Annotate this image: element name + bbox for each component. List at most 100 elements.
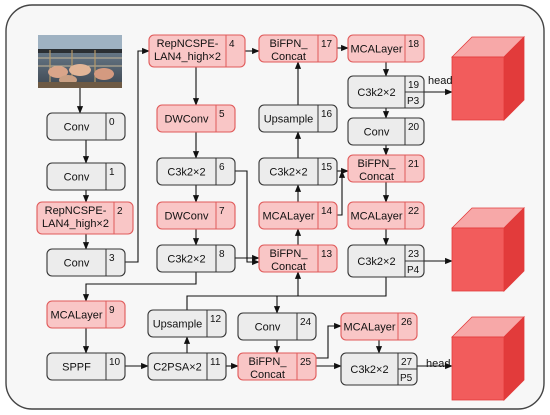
index-label: 26 bbox=[401, 317, 413, 328]
head-cube-p5 bbox=[451, 316, 525, 401]
module-8: 8 C3k2×2 bbox=[156, 244, 236, 273]
head-label-p5: head bbox=[426, 358, 450, 370]
module-label: C2PSA×2 bbox=[153, 362, 202, 374]
module-label-line: LAN4_high×2 bbox=[154, 51, 221, 63]
index-label: 5 bbox=[219, 109, 225, 120]
head-cube-p4 bbox=[451, 207, 525, 292]
module-label-line: BiFPN_ bbox=[358, 158, 397, 170]
connectors bbox=[76, 44, 453, 370]
index-label: 10 bbox=[109, 357, 121, 368]
module-24: 24 Conv bbox=[237, 312, 317, 341]
module-label-line: BiFPN_ bbox=[270, 248, 309, 260]
module-21: 21 BiFPN_Concat bbox=[347, 154, 425, 183]
module-16: 16 Upsample bbox=[258, 104, 338, 133]
index-label: 17 bbox=[321, 39, 333, 50]
module-label: C3k2×2 bbox=[350, 364, 388, 376]
index-label: 25 bbox=[300, 357, 312, 368]
module-label-line: LAN4_high×2 bbox=[42, 218, 109, 230]
index-label: 23 bbox=[408, 249, 420, 260]
index-label: 18 bbox=[408, 39, 420, 50]
module-box bbox=[148, 34, 246, 68]
module-box bbox=[36, 201, 134, 235]
module-18: 18 MCALayer bbox=[347, 34, 425, 63]
module-label-line: Concat bbox=[359, 171, 394, 183]
module-3: 3 Conv bbox=[46, 248, 126, 277]
index-label: 8 bbox=[219, 249, 225, 260]
edge-14-21 bbox=[337, 170, 346, 216]
module-label-line: Concat bbox=[250, 369, 285, 381]
input-image bbox=[38, 35, 122, 88]
module-label: MCALayer bbox=[51, 310, 103, 322]
edge-3-4 bbox=[125, 47, 150, 263]
module-10: 10 SPPF bbox=[46, 352, 126, 381]
index-label: 11 bbox=[210, 357, 221, 368]
module-1: 1 Conv bbox=[46, 162, 126, 191]
head-label-p3: head bbox=[428, 75, 452, 87]
module-label-line: RepNCSPE- bbox=[157, 38, 219, 50]
index-label: 1 bbox=[109, 167, 115, 178]
index-label: 19 bbox=[408, 80, 420, 91]
index-label: 7 bbox=[219, 206, 225, 217]
module-17: 17 BiFPN_Concat bbox=[258, 34, 338, 63]
index-label: 13 bbox=[321, 249, 333, 260]
index-label: 20 bbox=[408, 122, 420, 133]
module-label: C3k2×2 bbox=[357, 256, 395, 268]
module-label-line: BiFPN_ bbox=[270, 38, 309, 50]
edge-25-26 bbox=[316, 322, 342, 359]
module-label-line: RepNCSPE- bbox=[45, 205, 107, 217]
module-label: Conv bbox=[64, 122, 90, 134]
index-label: 4 bbox=[229, 39, 235, 50]
edge-12-13 bbox=[186, 271, 302, 310]
module-label: MCALayer bbox=[344, 322, 396, 334]
module-label: SPPF bbox=[62, 362, 91, 374]
index-label: 15 bbox=[321, 162, 333, 173]
module-label: DWConv bbox=[164, 114, 209, 126]
index-label: 6 bbox=[219, 162, 225, 173]
index-label: 27 bbox=[401, 357, 413, 368]
index-label: 2 bbox=[117, 206, 123, 217]
index-label: 3 bbox=[109, 253, 115, 264]
index-label: 21 bbox=[408, 159, 420, 170]
module-2: 2 RepNCSPE-LAN4_high×2 bbox=[36, 201, 134, 235]
module-25: 25 BiFPN_Concat bbox=[237, 352, 317, 381]
module-5: 5 DWConv bbox=[156, 104, 236, 133]
module-4: 4 RepNCSPE-LAN4_high×2 bbox=[148, 34, 246, 68]
module-label: Upsample bbox=[153, 319, 203, 331]
index-label: 9 bbox=[109, 305, 115, 316]
module-11: 11 C2PSA×2 bbox=[147, 352, 227, 381]
module-26: 26 MCALayer bbox=[340, 312, 418, 341]
index-label: 16 bbox=[321, 109, 333, 120]
heads bbox=[451, 36, 525, 401]
module-label: C3k2×2 bbox=[357, 87, 395, 99]
module-12: 12 Upsample bbox=[147, 309, 227, 338]
level-label: P3 bbox=[407, 96, 420, 107]
module-label: Conv bbox=[255, 322, 281, 334]
index-label: 22 bbox=[408, 206, 420, 217]
module-label: C3k2×2 bbox=[167, 254, 205, 266]
module-label: Conv bbox=[64, 172, 90, 184]
module-label: Upsample bbox=[264, 114, 314, 126]
module-13: 13 BiFPN_Concat bbox=[258, 244, 338, 273]
module-label: Conv bbox=[64, 258, 90, 270]
module-label: MCALayer bbox=[351, 44, 403, 56]
head-cube-p3 bbox=[451, 36, 525, 121]
module-9: 9 MCALayer bbox=[46, 300, 126, 329]
index-label: 12 bbox=[210, 314, 222, 325]
edge-8-9 bbox=[82, 272, 197, 302]
index-label: 14 bbox=[321, 206, 333, 217]
module-label-line: BiFPN_ bbox=[249, 356, 288, 368]
modules: 0Conv1Conv2RepNCSPE-LAN4_high×23Conv4Rep… bbox=[36, 34, 425, 386]
module-label-line: Concat bbox=[271, 261, 306, 273]
level-label: P5 bbox=[400, 373, 413, 384]
index-label: 24 bbox=[300, 317, 312, 328]
module-label-line: Concat bbox=[271, 51, 306, 63]
